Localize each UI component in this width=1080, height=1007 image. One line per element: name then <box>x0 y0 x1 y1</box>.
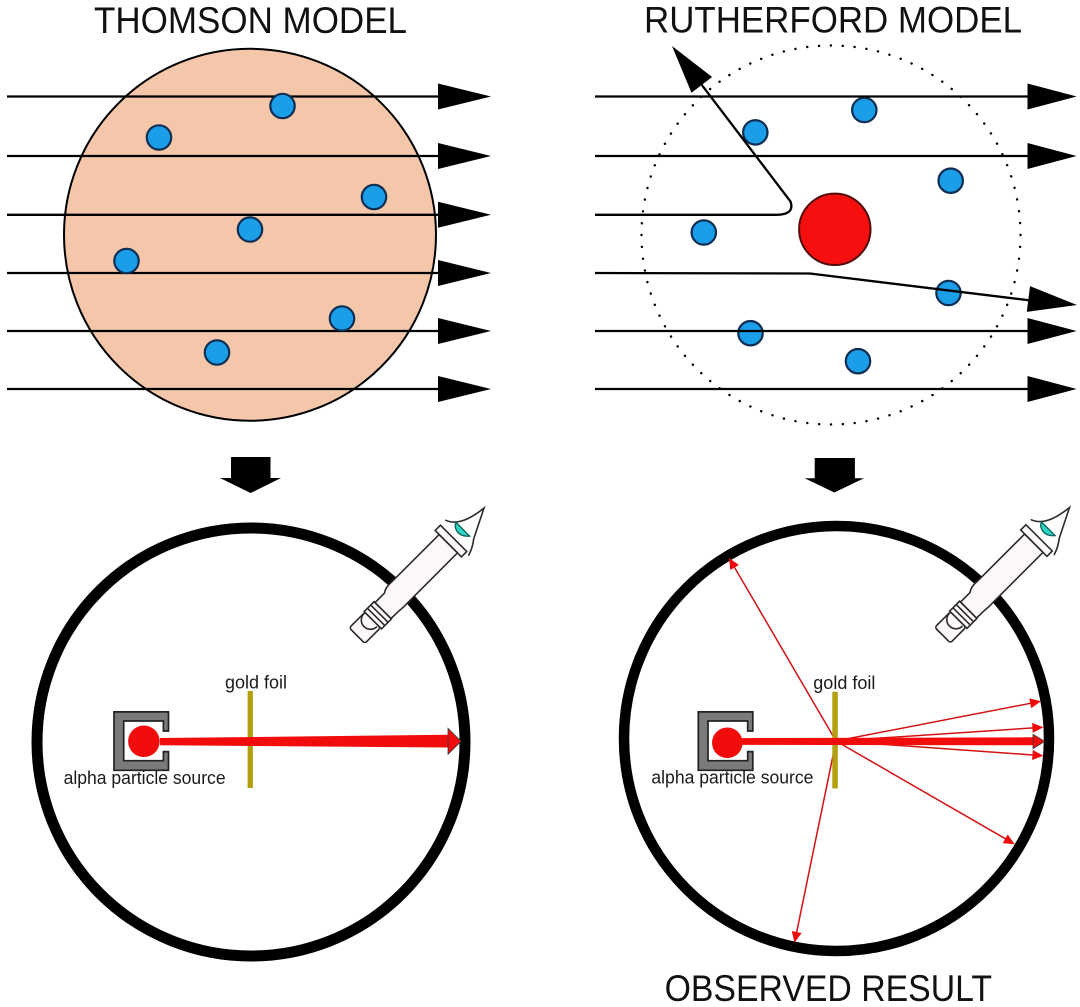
svg-text:alpha particle source: alpha particle source <box>651 768 813 788</box>
svg-text:gold foil: gold foil <box>225 673 287 693</box>
svg-text:OBSERVED RESULT: OBSERVED RESULT <box>665 968 993 1007</box>
svg-text:RUTHERFORD MODEL: RUTHERFORD MODEL <box>644 0 1022 41</box>
svg-text:THOMSON MODEL: THOMSON MODEL <box>94 0 407 41</box>
svg-text:alpha particle source: alpha particle source <box>64 768 226 788</box>
svg-text:gold foil: gold foil <box>813 673 875 693</box>
